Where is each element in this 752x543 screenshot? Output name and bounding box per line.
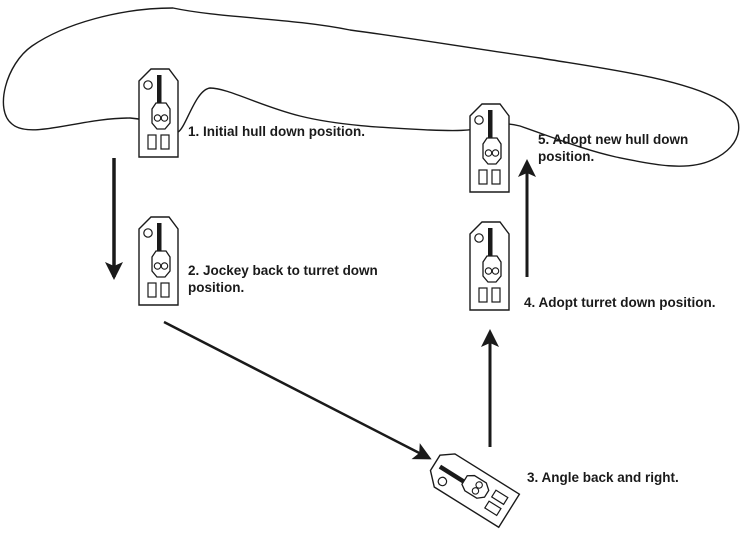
step-2-label-line1: 2. Jockey back to turret down [188,263,378,278]
tank-position-5 [469,103,510,193]
step-5-label-line1: 5. Adopt new hull down [538,132,689,147]
step-2-label: 2. Jockey back to turret down position. [188,262,378,296]
step-1-label: 1. Initial hull down position. [188,124,365,139]
tank-position-1 [138,68,179,158]
step-5-label-line2: position. [538,149,595,164]
step-5-label: 5. Adopt new hull down position. [538,131,688,165]
tank-position-4 [469,221,510,311]
tank-position-2 [138,216,179,306]
tank-position-3 [423,446,521,528]
arrow-step2-to-step3 [163,320,432,460]
step-2-label-line2: position. [188,280,245,295]
step-3-label: 3. Angle back and right. [527,470,679,485]
step-4-label: 4. Adopt turret down position. [524,295,716,310]
